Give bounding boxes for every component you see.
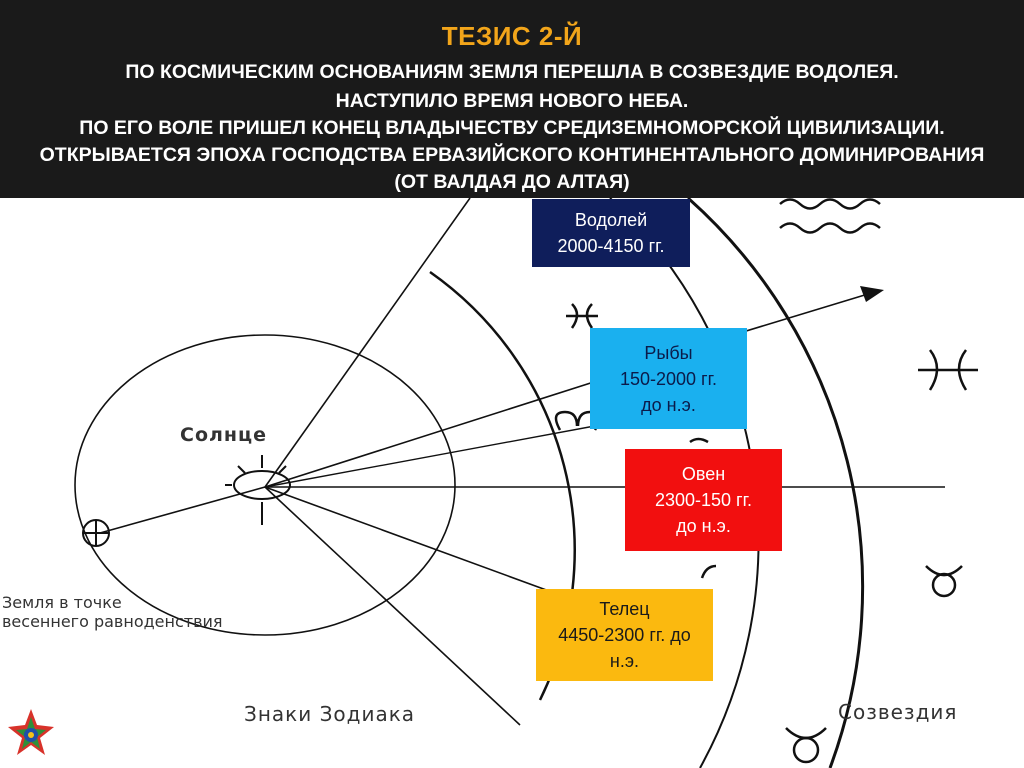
era-name-aries: Овен [681, 464, 726, 484]
earth-orbit [74, 334, 456, 636]
era-box-pisces: Рыбы 150-2000 гг. до н.э. [590, 328, 747, 429]
earth-label-line-2: весеннего равноденствия [2, 612, 223, 631]
era-years-aquarius: 2000-4150 гг. [557, 236, 665, 256]
era-name-taurus: Телец [599, 599, 650, 619]
pisces-icon [566, 303, 978, 391]
constellations-arc-outer [687, 198, 865, 768]
era-suffix-taurus: н.э. [609, 651, 640, 671]
header-line-4: Открывается эпоха господства Ервазийског… [39, 144, 985, 166]
earth-label-line-1: Земля в точке [2, 593, 122, 612]
upper-axis [264, 424, 601, 488]
logo-icon [2, 705, 60, 765]
taurus-icon [700, 564, 963, 764]
header-line-2: Наступило время нового неба. [335, 90, 689, 112]
era-box-taurus: Телец 4450-2300 гг. до н.э. [536, 589, 713, 681]
era-years-taurus: 4450-2300 гг. до [558, 625, 691, 645]
sun-label: Солнце [180, 424, 268, 446]
ray-earth [99, 486, 266, 534]
era-suffix-aries: до н.э. [676, 516, 731, 536]
sun-icon [225, 455, 291, 525]
header-line-5: (от Валдая до Алтая) [394, 171, 630, 193]
slide-title: ТЕЗИС 2-й [441, 21, 583, 51]
zodiac-diagram [74, 198, 978, 768]
era-box-aquarius: Водолей 2000-4150 гг. [532, 199, 690, 267]
era-years-pisces: 150-2000 гг. [619, 368, 717, 389]
era-suffix-pisces: до н.э. [641, 394, 696, 415]
era-name-pisces: Рыбы [644, 342, 693, 363]
slide-header: ТЕЗИС 2-й по космическим основаниям Земл… [0, 0, 1024, 198]
ray-taurus [264, 486, 561, 596]
constellations-label: Созвездия [838, 700, 958, 724]
header-line-3: По его воле пришел конец владычеству Сре… [79, 117, 945, 139]
era-box-aries: Овен 2300-150 гг. до н.э. [625, 449, 782, 551]
earth-icon [82, 519, 110, 547]
zodiac-signs-label: Знаки Зодиака [244, 702, 416, 726]
arrow-icon [860, 286, 884, 302]
era-name-aquarius: Водолей [574, 210, 648, 230]
header-line-1: по космическим основаниям Земля перешла … [125, 61, 899, 83]
ray-lower [264, 486, 521, 726]
ray-pisces [264, 379, 601, 488]
era-years-aries: 2300-150 гг. [654, 490, 752, 510]
aquarius-icon [779, 198, 881, 234]
ray-upper [264, 198, 471, 488]
